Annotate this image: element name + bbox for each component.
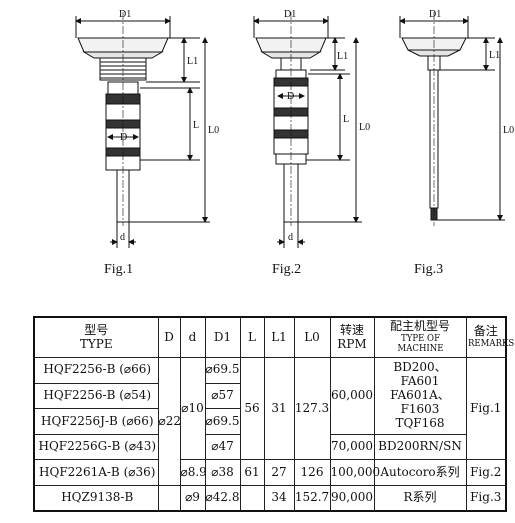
rpm-cell: 70,000 [329, 433, 375, 461]
header-L: L [239, 316, 265, 358]
fig1-caption: Fig.1 [104, 262, 134, 277]
fig3-caption: Fig.3 [414, 262, 444, 277]
D1-cell: ⌀47 [204, 433, 241, 461]
L0-cell: 152.7 [293, 484, 331, 512]
fig2-d1-label: D1 [284, 9, 296, 20]
machine-cell: Autocoro系列 [373, 459, 467, 486]
fig3-drawing [399, 12, 505, 226]
drawings-svg: D1 L1 L L0 D d D1 L1 L L0 D d D1 L1 L0 [75, 9, 514, 248]
fig1-drawing [75, 12, 210, 248]
type-cell: HQZ9138-B [33, 484, 159, 512]
fig2-l1-label: L1 [337, 51, 348, 62]
type-cell: HQF2256-B (⌀54) [33, 382, 159, 410]
D-cell: ⌀22 [157, 357, 181, 486]
table-row: HQF2256J-B (⌀66) ⌀69.5 [33, 408, 506, 435]
fig1-d-label: d [120, 232, 125, 243]
fig1-l1-label: L1 [187, 56, 198, 67]
header-L0: L0 [293, 316, 331, 358]
remark-cell: Fig.2 [465, 459, 507, 486]
fig1-D-label: D [120, 132, 127, 143]
remark-cell: Fig.3 [465, 484, 507, 512]
type-cell: HQF2261A-B (⌀36) [33, 459, 159, 486]
d-cell: ⌀10 [179, 356, 206, 461]
d-cell: ⌀8.9 [179, 459, 207, 486]
fig3-d1-label: D1 [429, 9, 441, 20]
D1-cell: ⌀69.5 [204, 408, 241, 435]
remark-cell: Fig.1 [465, 356, 507, 461]
fig2-D-label: D [287, 91, 294, 102]
fig3-l1-label: L1 [489, 50, 500, 61]
table-row: HQF2256G-B (⌀43) ⌀47 70,000 BD200RN/SN [33, 433, 506, 461]
machine-cell: BD200RN/SN [373, 433, 467, 461]
rpm-cell: 60,000 [329, 357, 375, 435]
L0-cell: 126 [293, 459, 331, 486]
fig1-l0-label: L0 [208, 125, 219, 136]
rpm-cell: 100,000 [329, 459, 380, 486]
L1-cell: 31 [263, 356, 295, 461]
L1-cell: 34 [263, 484, 295, 512]
d-cell: ⌀9 [179, 484, 206, 512]
fig2-d-label: d [288, 232, 293, 243]
L-cell-empty [239, 484, 265, 512]
type-cell: HQF2256-B (⌀66) [33, 357, 159, 384]
fig2-caption: Fig.2 [272, 262, 302, 277]
D1-cell: ⌀69.5 [204, 357, 241, 384]
header-D1: D1 [204, 316, 241, 358]
L1-cell: 27 [263, 459, 295, 486]
D1-cell: ⌀38 [204, 459, 241, 486]
table-row: HQF2261A-B (⌀36) ⌀8.9 ⌀38 61 27 126 100,… [33, 459, 507, 486]
table-row: HQF2256-B (⌀66) ⌀22 ⌀10 ⌀69.5 56 31 127.… [33, 356, 507, 486]
fig1-l-label: L [193, 120, 199, 131]
L-cell: 56 [239, 356, 265, 461]
table-row: HQZ9138-B ⌀9 ⌀42.8 34 152.7 90,000 R系列 F… [33, 484, 507, 512]
header-L1: L1 [263, 316, 295, 358]
header-d: d [179, 316, 206, 358]
type-cell: HQF2256J-B (⌀66) [33, 408, 159, 435]
fig2-l-label: L [343, 114, 349, 125]
L-cell: 61 [239, 459, 265, 486]
D1-cell: ⌀42.8 [204, 484, 241, 512]
fig2-l0-label: L0 [359, 122, 370, 133]
technical-drawings: D1 L1 L L0 D d D1 L1 L L0 D d D1 L1 L0 F… [75, 9, 514, 277]
fig2-drawing [253, 12, 362, 248]
fig3-l0-label: L0 [503, 125, 514, 136]
type-cell: HQF2256G-B (⌀43) [33, 433, 159, 461]
L0-cell: 127.3 [293, 356, 331, 461]
D1-cell: ⌀57 [204, 382, 241, 410]
fig1-d1-label: D1 [119, 9, 131, 20]
machine-cell: R系列 [373, 484, 467, 512]
rpm-cell: 90,000 [329, 484, 375, 512]
D-cell-empty [157, 484, 181, 512]
header-D: D [157, 316, 181, 358]
